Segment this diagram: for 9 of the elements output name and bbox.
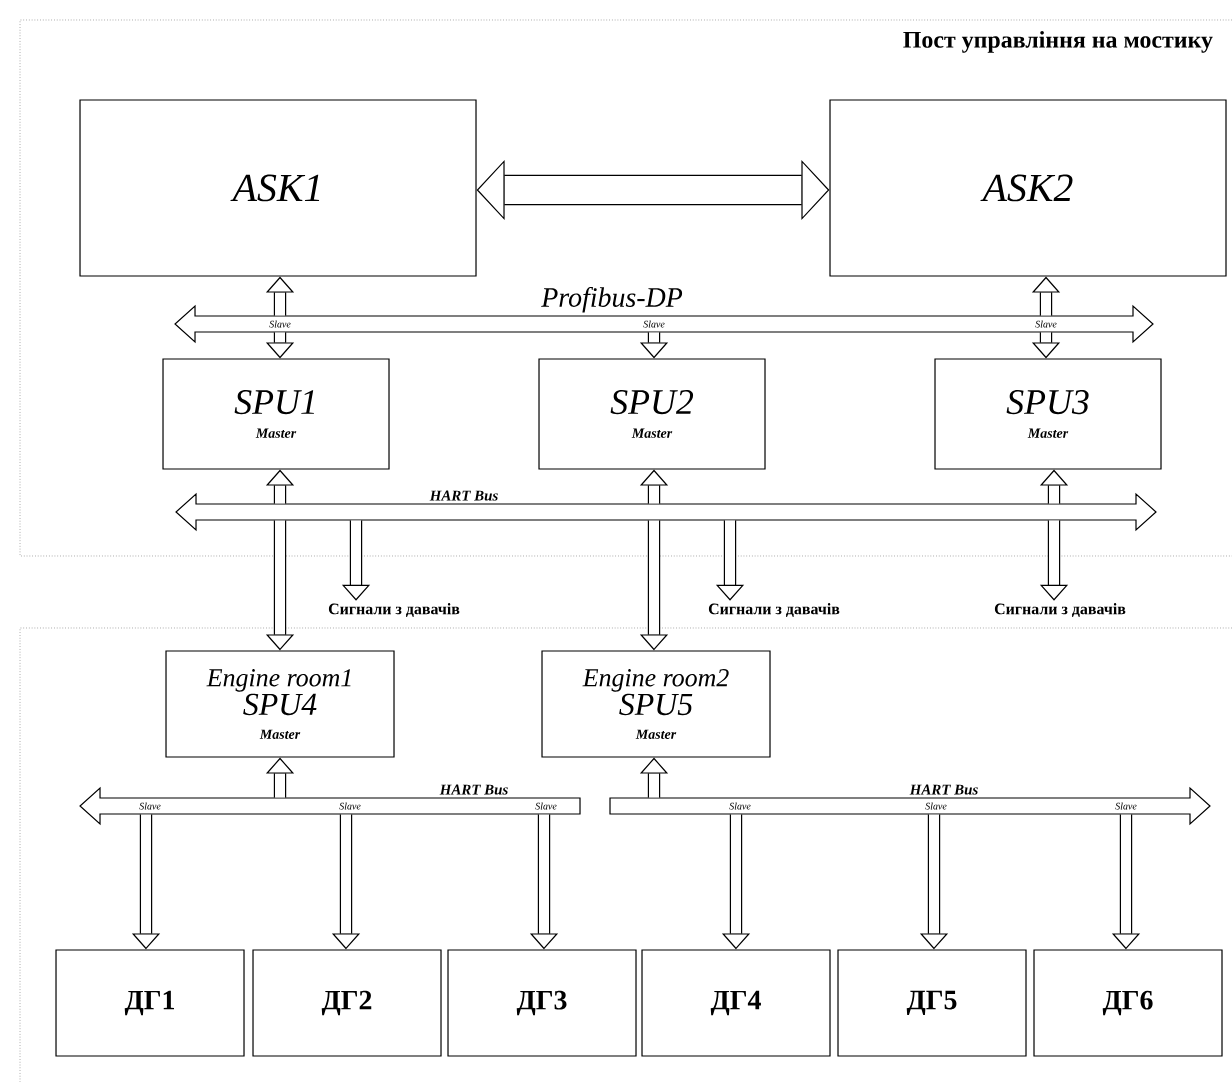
- unit-box: ДГ6: [1033, 949, 1223, 1057]
- unit-box: ДГ3: [447, 949, 637, 1057]
- arrow: [476, 159, 830, 221]
- unit-box: ДГ1: [55, 949, 245, 1057]
- unit-box: ДГ4: [641, 949, 831, 1057]
- unit-box: ДГ2: [252, 949, 442, 1057]
- unit-box: ASK1: [79, 99, 477, 277]
- unit-box: ДГ5: [837, 949, 1027, 1057]
- unit-box: ASK2: [829, 99, 1227, 277]
